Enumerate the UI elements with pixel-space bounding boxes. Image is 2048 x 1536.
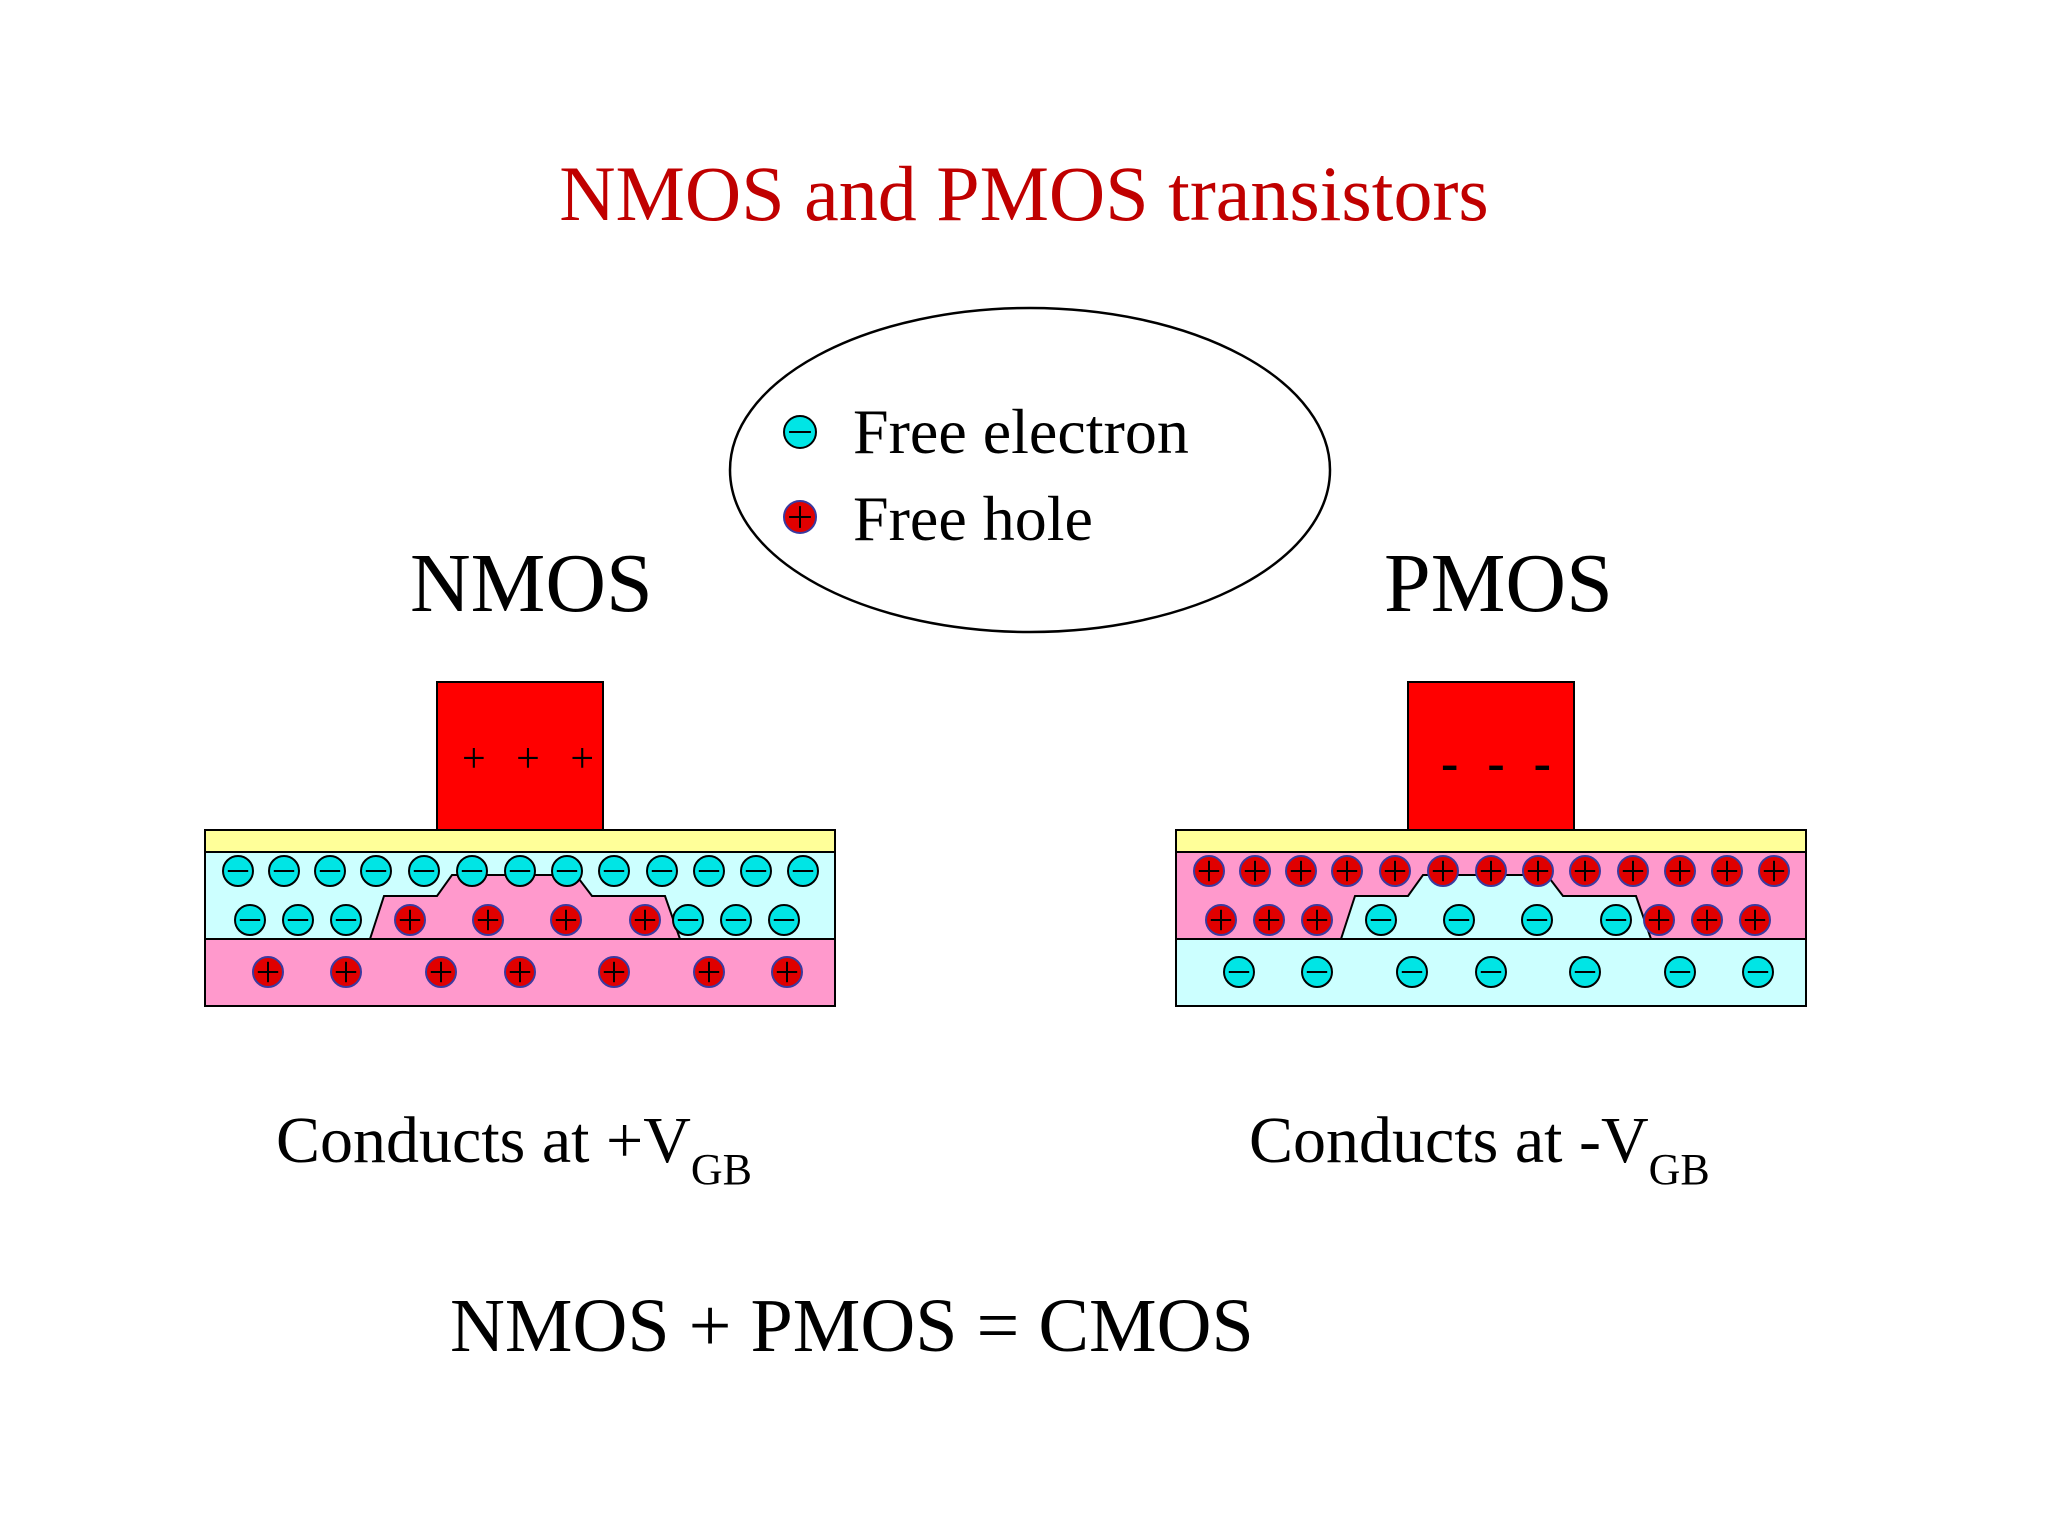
hole-icon <box>629 904 661 936</box>
hole-icon <box>472 904 504 936</box>
electron-icon <box>1475 956 1507 988</box>
hole-icon <box>1331 855 1363 887</box>
electron-icon <box>1600 904 1632 936</box>
hole-icon <box>1522 855 1554 887</box>
legend-ellipse <box>728 306 1332 634</box>
hole-icon <box>1739 904 1771 936</box>
hole-icon <box>1205 904 1237 936</box>
hole-icon <box>1239 855 1271 887</box>
electron-icon <box>282 904 314 936</box>
electron-icon <box>360 855 392 887</box>
electron-icon <box>740 855 772 887</box>
electron-icon <box>456 855 488 887</box>
pmos-caption-subscript: GB <box>1648 1145 1710 1194</box>
electron-icon <box>1301 956 1333 988</box>
pmos-gate <box>1407 681 1575 831</box>
hole-icon <box>394 904 426 936</box>
nmos-caption: Conducts at +VGB <box>276 1108 752 1192</box>
pmos-oxide <box>1175 829 1807 853</box>
nmos-carriers <box>222 855 819 988</box>
legend-hole-icon <box>783 500 817 534</box>
electron-icon <box>1569 956 1601 988</box>
hole-icon <box>1379 855 1411 887</box>
hole-icon <box>1569 855 1601 887</box>
electron-icon <box>720 904 752 936</box>
electron-icon <box>1742 956 1774 988</box>
hole-icon <box>1691 904 1723 936</box>
legend-electron-icon <box>783 415 817 449</box>
hole-icon <box>1253 904 1285 936</box>
hole-icon <box>1475 855 1507 887</box>
pmos-carriers <box>1193 855 1790 988</box>
electron-icon <box>268 855 300 887</box>
electron-icon <box>1521 904 1553 936</box>
slide-title: NMOS and PMOS transistors <box>559 150 1489 237</box>
legend-hole-label: Free hole <box>853 483 1093 554</box>
pmos-device <box>1175 681 1807 1007</box>
legend-electron-label: Free electron <box>853 396 1189 467</box>
hole-icon <box>550 904 582 936</box>
pmos-label: PMOS <box>1384 537 1613 630</box>
pmos-caption: Conducts at -VGB <box>1249 1108 1710 1192</box>
electron-icon <box>646 855 678 887</box>
hole-icon <box>771 956 803 988</box>
nmos-gate <box>436 681 604 831</box>
hole-icon <box>1664 855 1696 887</box>
electron-icon <box>330 904 362 936</box>
electron-icon <box>234 904 266 936</box>
electron-icon <box>1223 956 1255 988</box>
nmos-label: NMOS <box>410 537 653 630</box>
pmos-gate-charge: - - - <box>1441 735 1559 792</box>
electron-icon <box>551 855 583 887</box>
cmos-summary: NMOS + PMOS = CMOS <box>450 1284 1254 1368</box>
electron-icon <box>1664 956 1696 988</box>
electron-icon <box>1365 904 1397 936</box>
hole-icon <box>1301 904 1333 936</box>
electron-icon <box>314 855 346 887</box>
hole-icon <box>1617 855 1649 887</box>
hole-icon <box>1427 855 1459 887</box>
hole-icon <box>252 956 284 988</box>
hole-icon <box>1193 855 1225 887</box>
electron-icon <box>222 855 254 887</box>
hole-icon <box>693 956 725 988</box>
hole-icon <box>330 956 362 988</box>
nmos-gate-charge: + + + <box>462 736 605 782</box>
electron-icon <box>787 855 819 887</box>
nmos-device <box>204 681 836 1007</box>
hole-icon <box>1643 904 1675 936</box>
electron-icon <box>672 904 704 936</box>
electron-icon <box>408 855 440 887</box>
electron-icon <box>693 855 725 887</box>
nmos-caption-subscript: GB <box>690 1145 752 1194</box>
electron-icon <box>1396 956 1428 988</box>
legend-icons <box>783 415 817 534</box>
hole-icon <box>504 956 536 988</box>
hole-icon <box>1711 855 1743 887</box>
pmos-caption-text: Conducts at -V <box>1249 1104 1649 1177</box>
hole-icon <box>598 956 630 988</box>
hole-icon <box>1285 855 1317 887</box>
nmos-caption-text: Conducts at +V <box>276 1104 691 1177</box>
electron-icon <box>504 855 536 887</box>
electron-icon <box>1443 904 1475 936</box>
nmos-oxide <box>204 829 836 853</box>
electron-icon <box>768 904 800 936</box>
electron-icon <box>598 855 630 887</box>
hole-icon <box>425 956 457 988</box>
hole-icon <box>1758 855 1790 887</box>
